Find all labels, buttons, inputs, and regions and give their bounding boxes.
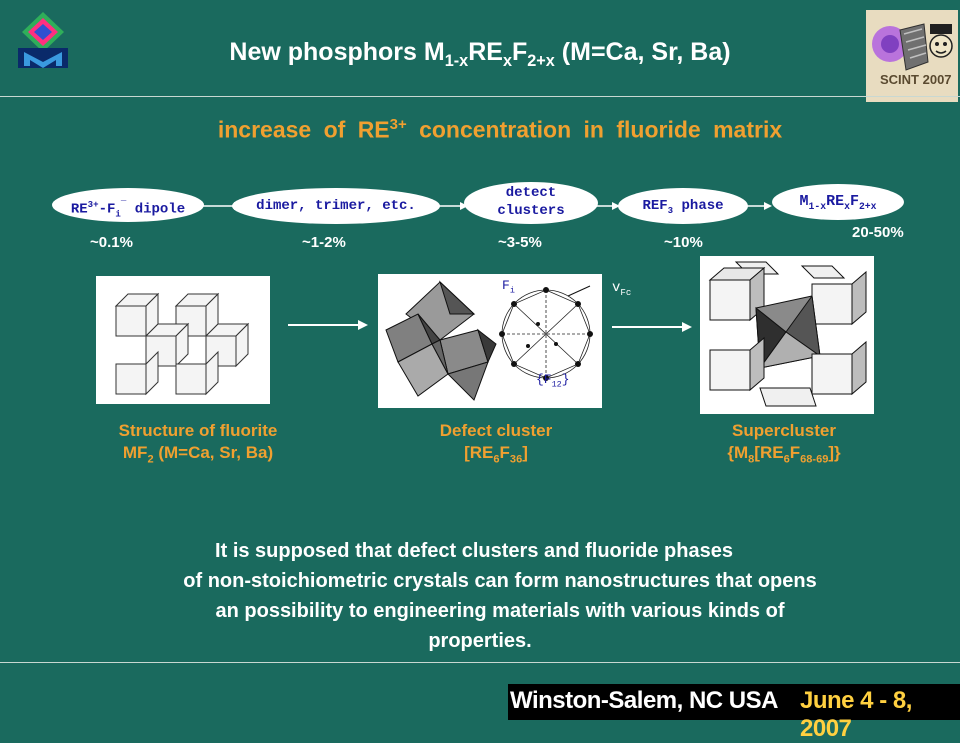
supercluster-image (700, 256, 874, 414)
section-subtitle: increase of RE3+ concentration in fluori… (217, 116, 783, 143)
flow-percent-m1x: 20-50% (852, 224, 904, 241)
flow-percent-clusters: ~3-5% (498, 234, 542, 251)
footer-bar (508, 684, 960, 720)
defect-cluster-image: Fi {F12} (378, 274, 602, 408)
flow-step-dipole: RE3+-Fi‾ dipole (52, 188, 204, 222)
footer-dates: June 4 - 8, 2007 (800, 687, 912, 742)
flow-step-clusters: detect clusters (464, 182, 598, 224)
page-title: New phosphors M1-xRExF2+x (M=Ca, Sr, Ba) (229, 38, 731, 70)
structure-arrow-1 (288, 320, 368, 330)
vfc-label: vFc (612, 280, 632, 298)
fluorite-structure-image (96, 276, 270, 404)
top-divider (0, 96, 960, 97)
bottom-divider (0, 662, 960, 663)
institute-logo (14, 10, 72, 70)
structure-arrow-2 (612, 322, 692, 332)
fi-label: Fi (502, 278, 515, 296)
caption-supercluster: Supercluster {M8[RE6F68-69]} (727, 421, 841, 466)
caption-fluorite: Structure of fluorite MF2 (M=Ca, Sr, Ba) (118, 421, 278, 466)
flow-percent-dipole: ~0.1% (90, 234, 133, 251)
flow-percent-dimer: ~1-2% (302, 234, 346, 251)
flow-percent-ref3: ~10% (664, 234, 703, 251)
flow-step-dimer: dimer, trimer, etc. (232, 188, 440, 224)
scint-logo-text: SCINT 2007 (880, 72, 952, 87)
footer-location: Winston-Salem, NC USA (510, 687, 778, 714)
scint-2007-logo: SCINT 2007 (866, 10, 958, 102)
flow-step-ref3: REF3 phase (618, 188, 748, 224)
conclusion-text: It is supposed that defect clusters and … (183, 540, 817, 652)
caption-defect-cluster: Defect cluster [RE6F36] (439, 421, 553, 466)
flow-step-m1x: M1-xRExF2+x (772, 184, 904, 220)
f12-label: {F12} (536, 372, 570, 390)
